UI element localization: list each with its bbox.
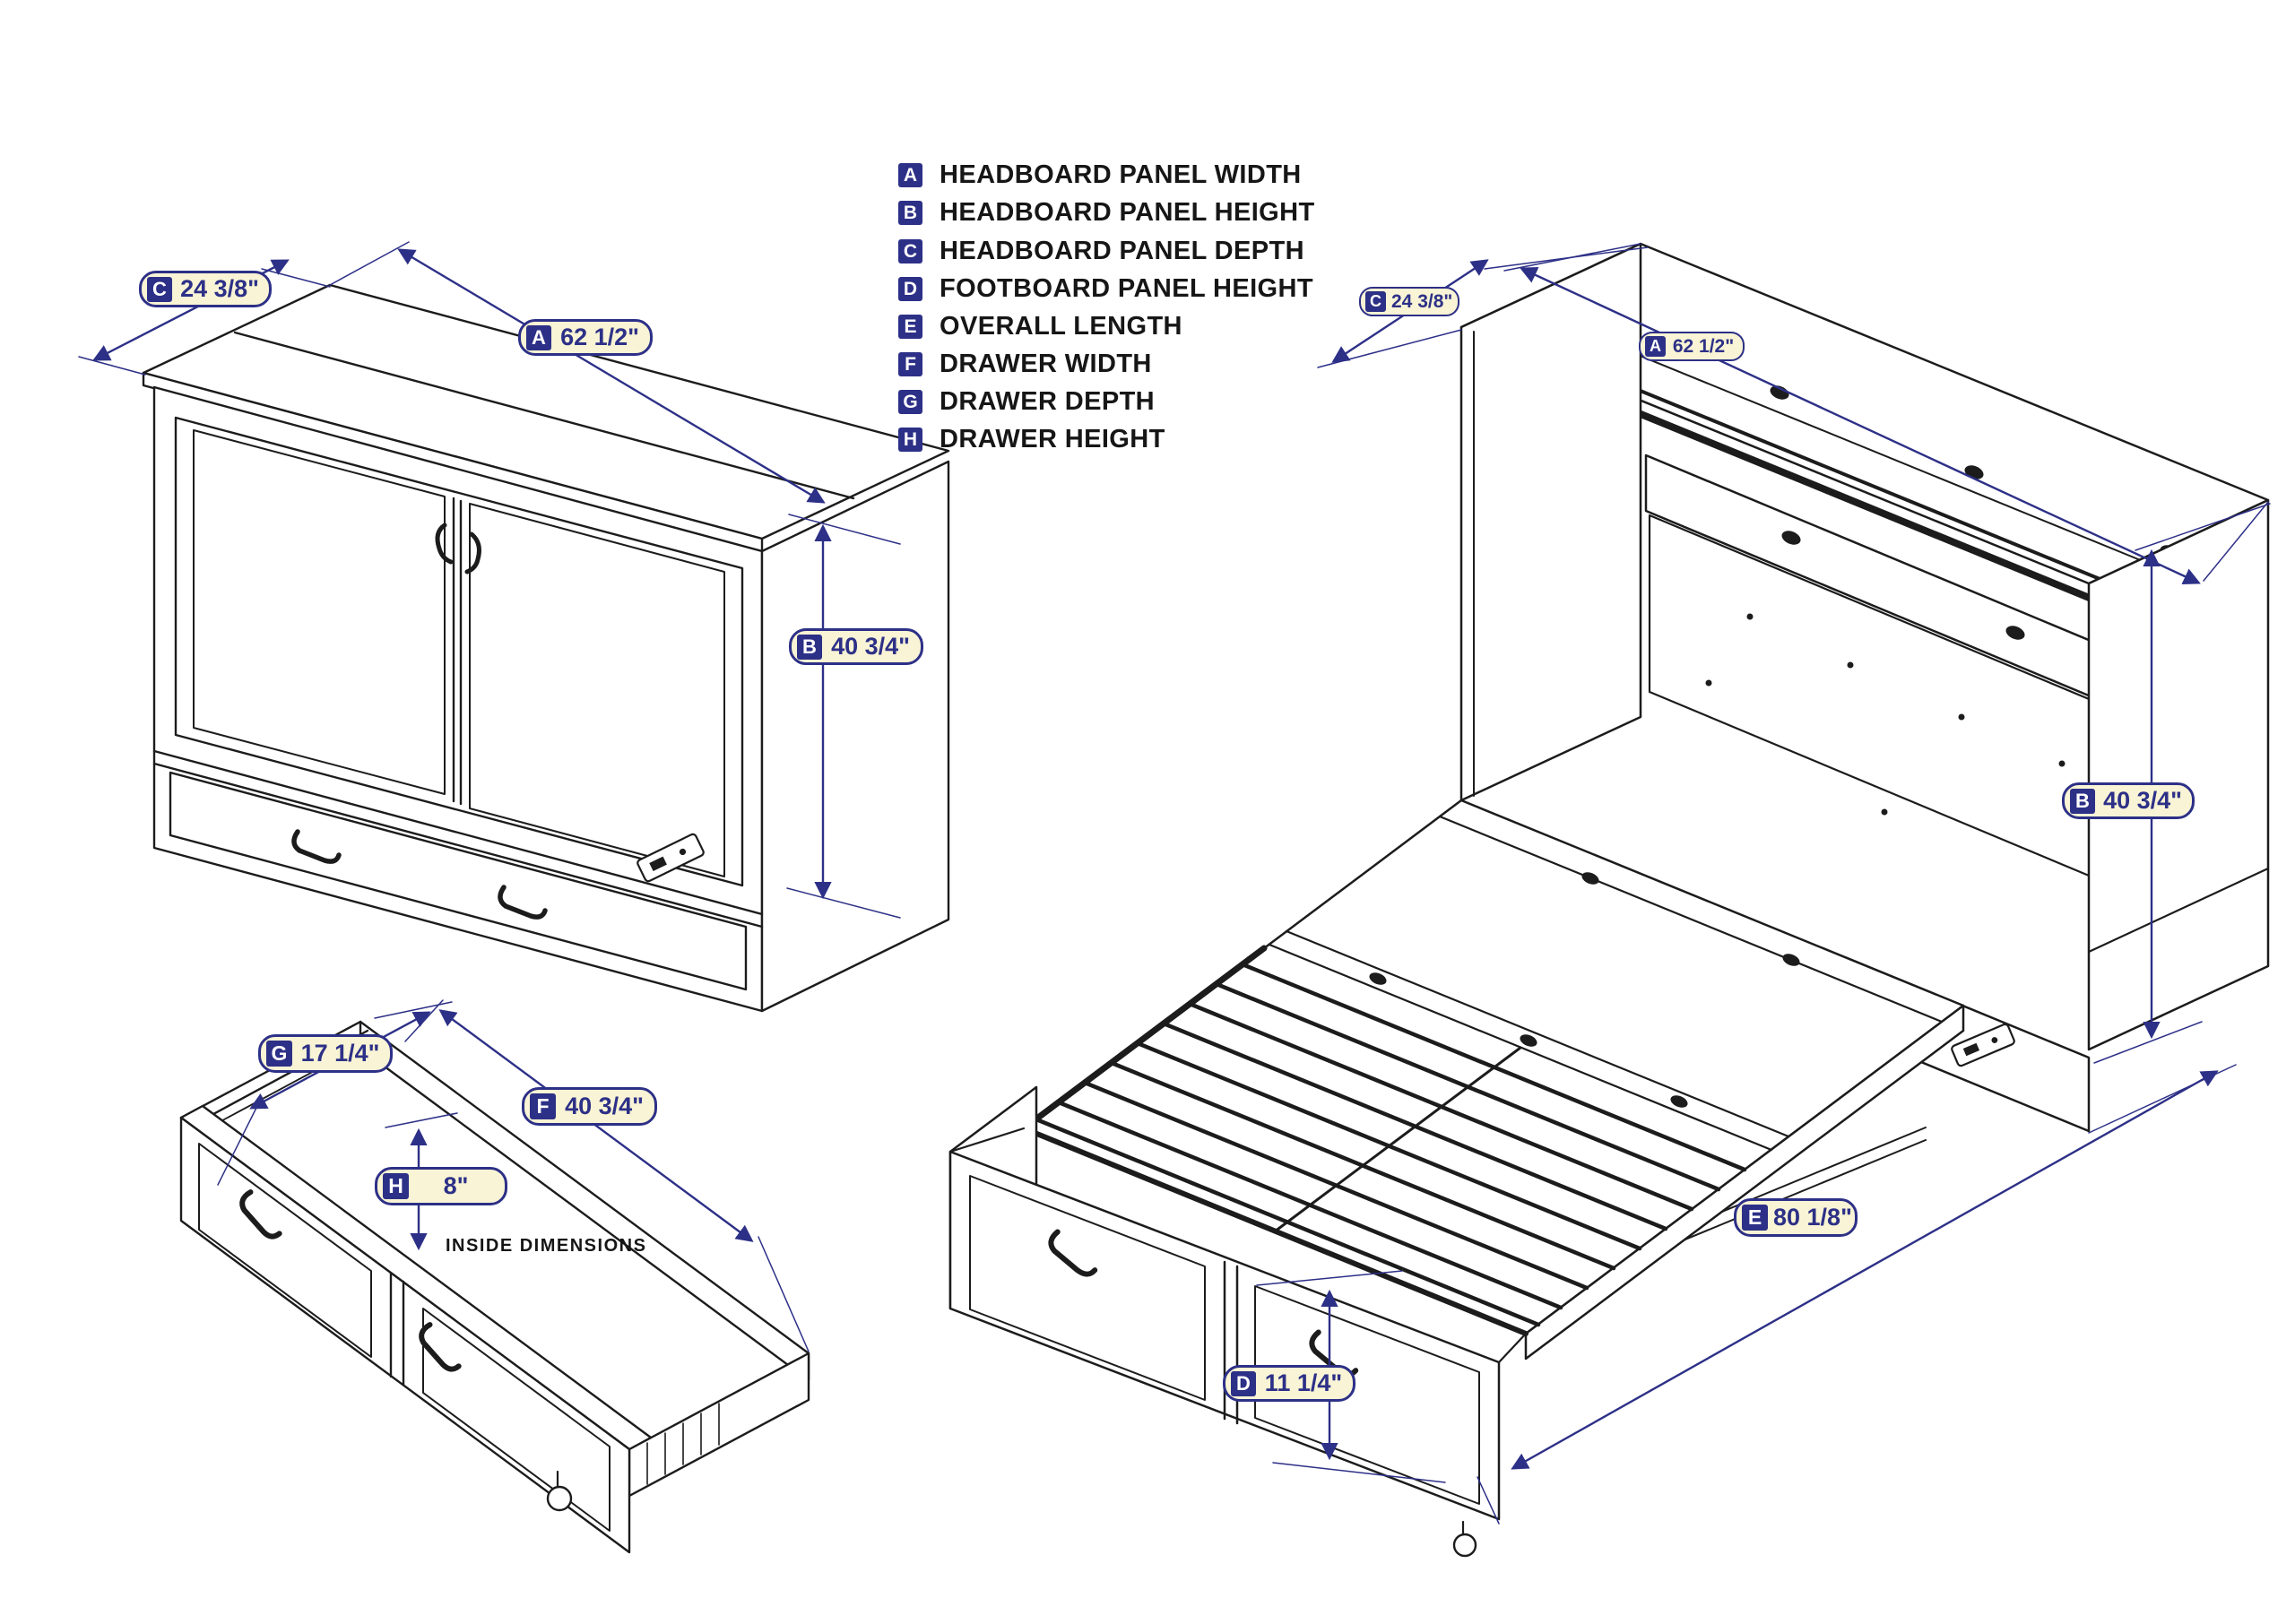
dim-letter-b: B [797,634,822,660]
dim-label-drawer-depth: G 17 1/4" [258,1034,393,1073]
dim-value-bed-c: 24 3/8" [1391,290,1453,312]
dim-value-bed-d: 11 1/4" [1264,1369,1343,1396]
dim-label-cabinet-width: A 62 1/2" [518,319,653,356]
dim-letter-a: A [526,324,551,350]
usb-outlet-open-bed [1951,1023,2015,1067]
dim-label-cabinet-height: B 40 3/4" [789,628,923,665]
legend-letter-d: D [898,277,922,301]
dim-letter-bed-a: A [1645,336,1666,357]
dim-letter-g: G [266,1041,292,1067]
dim-label-drawer-width: F 40 3/4" [522,1087,657,1126]
usb-outlet-closed-cabinet [637,833,705,883]
legend-letter-g: G [898,390,922,414]
legend-row-g: G DRAWER DEPTH [898,387,1155,417]
legend-row-c: C HEADBOARD PANEL DEPTH [898,237,1304,266]
legend-letter-b: B [898,201,922,225]
inside-dimensions-note: INSIDE DIMENSIONS [446,1236,646,1256]
dim-value-h: 8" [443,1172,469,1199]
dim-letter-c: C [147,276,172,302]
dim-letter-bed-e: E [1742,1205,1768,1231]
legend-row-d: D FOOTBOARD PANEL HEIGHT [898,274,1313,304]
dim-value-b: 40 3/4" [831,633,910,660]
legend-label-b: HEADBOARD PANEL HEIGHT [940,198,1315,227]
legend-letter-e: E [898,315,922,339]
legend-letter-h: H [898,428,922,452]
dim-value-a: 62 1/2" [560,324,639,350]
dim-value-c: 24 3/8" [180,275,259,302]
legend-label-f: DRAWER WIDTH [940,350,1152,378]
dim-label-bed-width: A 62 1/2" [1639,332,1745,361]
legend-row-f: F DRAWER WIDTH [898,350,1152,379]
legend-label-h: DRAWER HEIGHT [940,425,1165,454]
legend-label-c: HEADBOARD PANEL DEPTH [940,237,1304,265]
legend-label-d: FOOTBOARD PANEL HEIGHT [940,274,1313,303]
dim-letter-bed-d: D [1231,1370,1256,1396]
legend-label-g: DRAWER DEPTH [940,387,1156,416]
dim-label-cabinet-depth: C 24 3/8" [139,271,272,307]
legend-row-e: E OVERALL LENGTH [898,312,1182,341]
dim-label-overall-length: E 80 1/8" [1734,1198,1858,1237]
dim-value-bed-b: 40 3/4" [2103,787,2182,814]
legend-letter-a: A [898,163,922,187]
dim-value-bed-a: 62 1/2" [1672,335,1735,357]
dim-label-footboard-height: D 11 1/4" [1223,1365,1355,1402]
dim-letter-f: F [530,1093,556,1119]
dim-value-f: 40 3/4" [565,1093,644,1119]
legend-row-h: H DRAWER HEIGHT [898,425,1165,454]
legend-letter-c: C [898,239,922,263]
dim-letter-bed-c: C [1365,291,1386,312]
dim-value-bed-e: 80 1/8" [1773,1204,1852,1231]
dim-value-g: 17 1/4" [300,1040,380,1067]
dim-letter-h: H [383,1173,409,1199]
dim-label-drawer-height: H 8" [375,1167,507,1205]
dim-letter-bed-b: B [2070,788,2095,814]
legend-label-e: OVERALL LENGTH [940,312,1182,341]
legend-label-a: HEADBOARD PANEL WIDTH [940,160,1302,189]
legend-letter-f: F [898,352,922,376]
dim-label-bed-height: B 40 3/4" [2062,782,2195,819]
drawer-drawing [179,1020,810,1554]
legend-row-a: A HEADBOARD PANEL WIDTH [898,160,1302,190]
dim-label-bed-depth: C 24 3/8" [1359,287,1459,316]
legend-row-b: B HEADBOARD PANEL HEIGHT [898,198,1315,228]
